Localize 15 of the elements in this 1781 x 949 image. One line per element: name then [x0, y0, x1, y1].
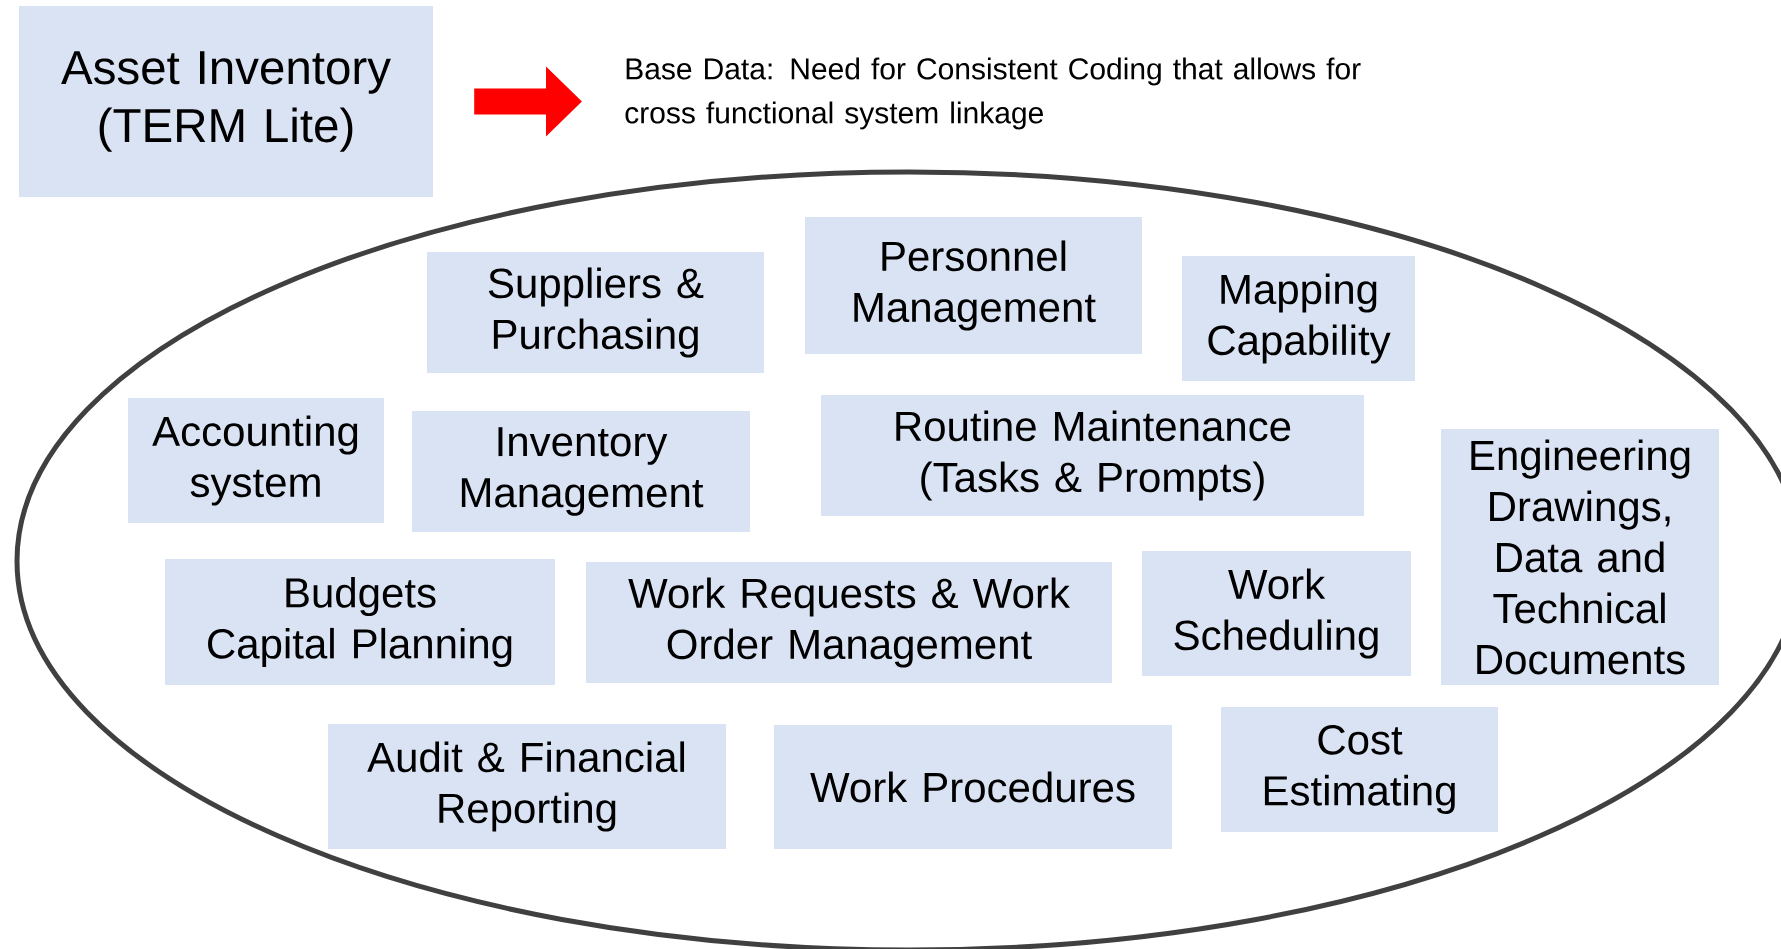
process-box: Mapping Capability [1182, 256, 1415, 381]
note-text: Base Data: Need for Consistent Coding that allows for cross functional system linkage [625, 57, 1361, 130]
process-box: Routine Maintenance (Tasks & Prompts) [821, 395, 1364, 516]
process-box: Cost Estimating [1221, 707, 1498, 832]
process-box: Personnel Management [805, 217, 1142, 354]
process-box: Work Procedures [774, 725, 1172, 849]
process-box: Inventory Management [412, 411, 750, 532]
process-box: Suppliers & Purchasing [427, 252, 764, 373]
process-box: Budgets Capital Planning [165, 559, 555, 685]
process-box: Work Scheduling [1142, 551, 1411, 676]
process-box: Asset Inventory (TERM Lite) [19, 6, 433, 197]
process-box: Work Requests & Work Order Management [586, 562, 1112, 683]
process-box: Engineering Drawings, Data and Technical Documents [1441, 429, 1719, 685]
process-box: Accounting system [128, 398, 384, 523]
process-box: Audit & Financial Reporting [328, 724, 726, 849]
